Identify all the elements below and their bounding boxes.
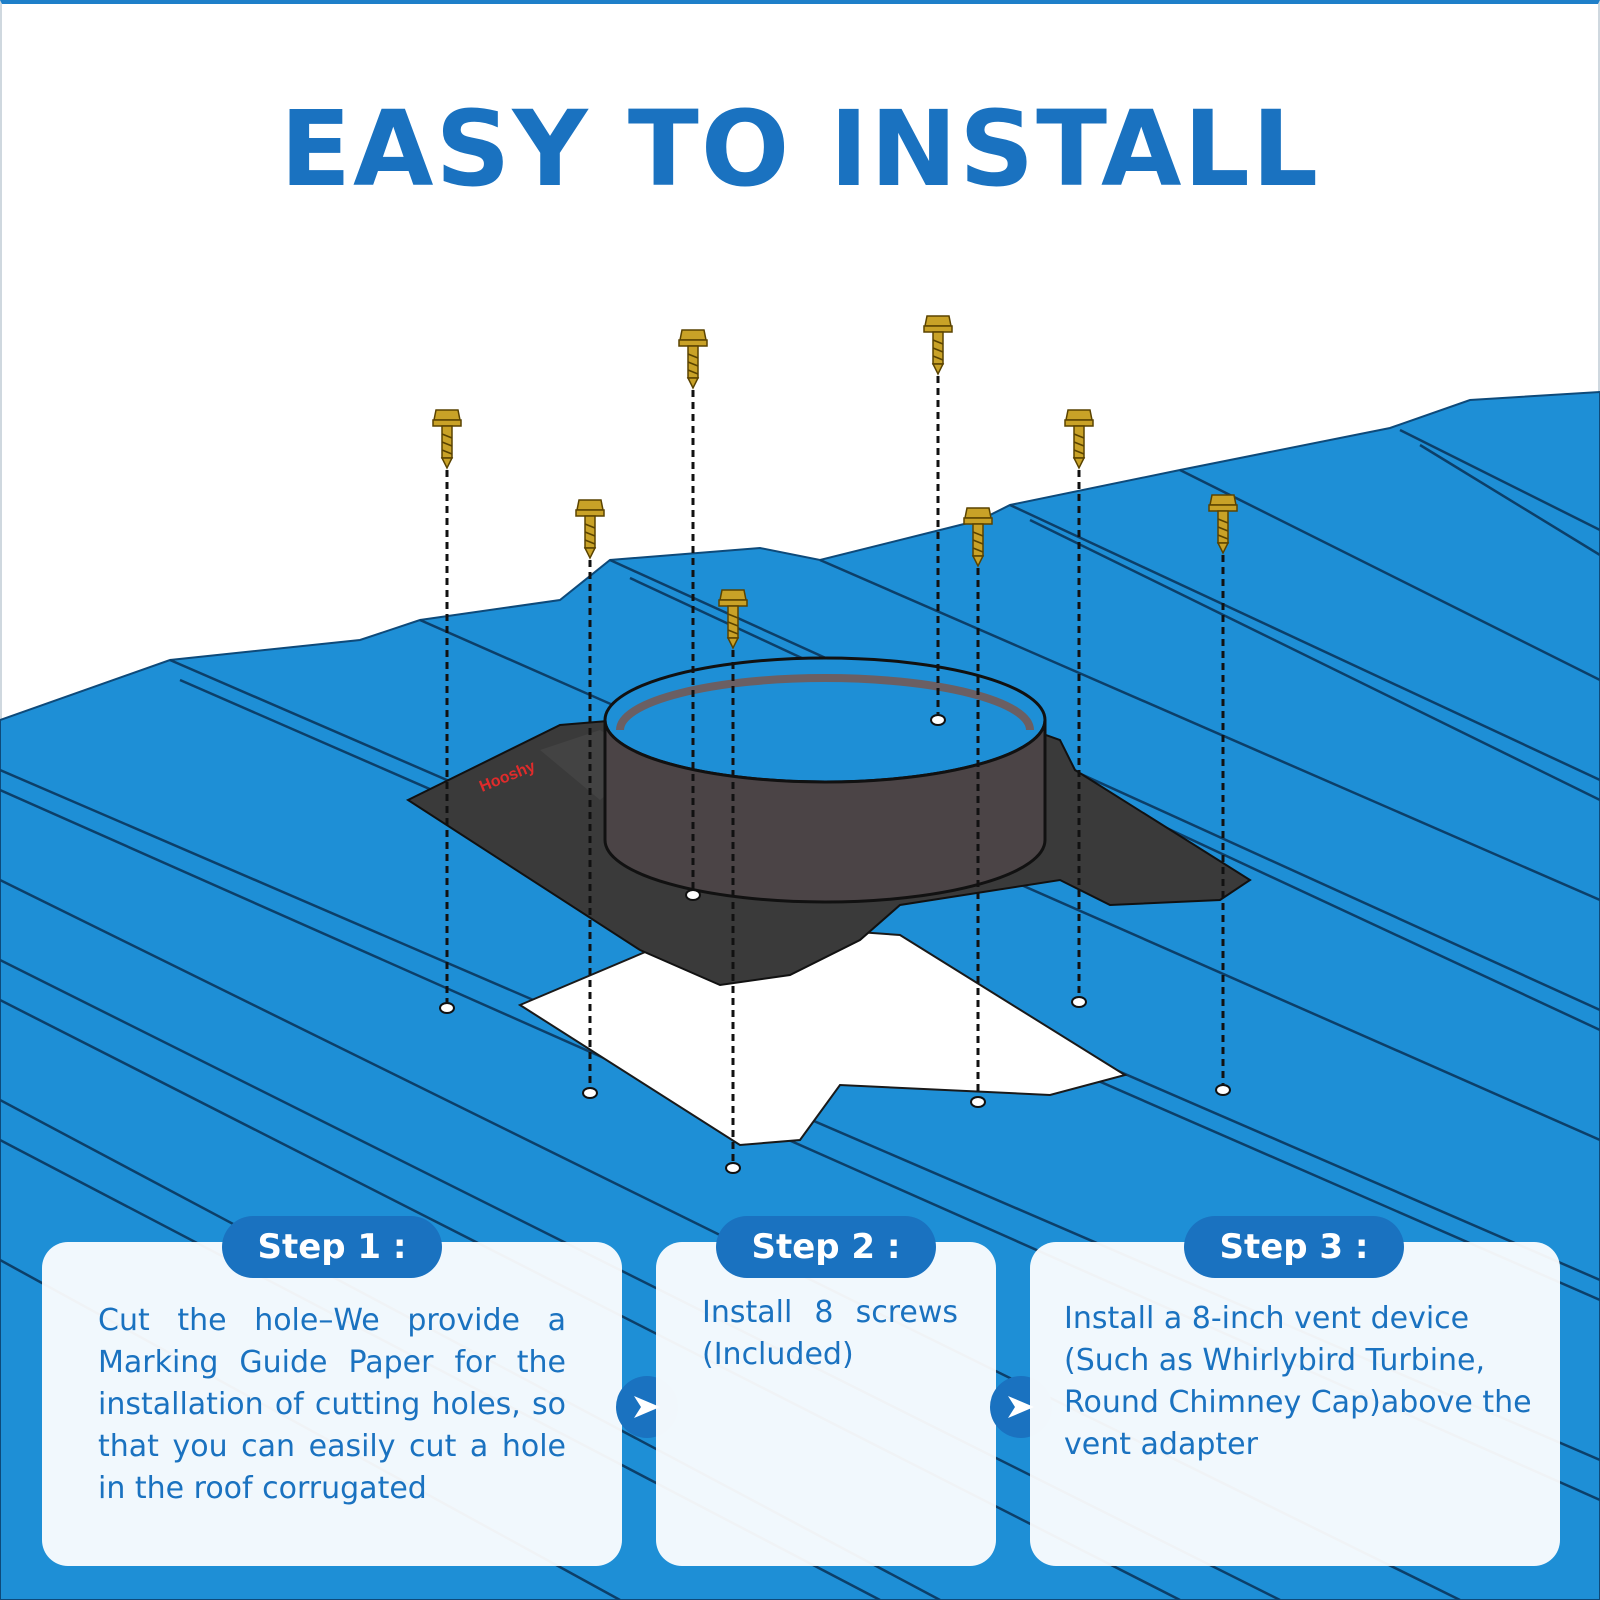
step-3-label: Step 3 : [1184, 1216, 1404, 1278]
step-1-card: Step 1 : Cut the hole–We provide a Marki… [42, 1216, 622, 1566]
vent-flashing: Hooshy [405, 656, 1252, 987]
screw-hole [582, 1087, 598, 1099]
screw-hole [930, 714, 946, 726]
screw-icon [1064, 409, 1094, 470]
screw-icon [575, 499, 605, 560]
screw-hole [970, 1096, 986, 1108]
screw-hole [1071, 996, 1087, 1008]
step-3-text: Install a 8-inch vent device (Such as Wh… [1064, 1301, 1532, 1462]
screw-icon [963, 507, 993, 568]
screw-icon [678, 329, 708, 390]
screw-icon [923, 315, 953, 376]
step-2-text: Install 8 screws (Included) [702, 1295, 958, 1372]
screw-icon [432, 409, 462, 470]
screw-hole [685, 889, 701, 901]
screw-icon [1208, 494, 1238, 555]
page-title: EASY TO INSTALL [279, 88, 1321, 210]
screw-icon [718, 589, 748, 650]
step-1-text: Cut the hole–We provide a Marking Guide … [98, 1303, 566, 1506]
screw-group [432, 315, 1238, 1174]
screw-hole [725, 1162, 741, 1174]
screw-hole [1215, 1084, 1231, 1096]
screw-hole [439, 1002, 455, 1014]
step-2-label: Step 2 : [716, 1216, 936, 1278]
step-3-card: Step 3 : Install a 8-inch vent device (S… [1030, 1216, 1560, 1566]
step-1-label: Step 1 : [222, 1216, 442, 1278]
step-2-card: Step 2 : Install 8 screws (Included) [656, 1216, 996, 1566]
